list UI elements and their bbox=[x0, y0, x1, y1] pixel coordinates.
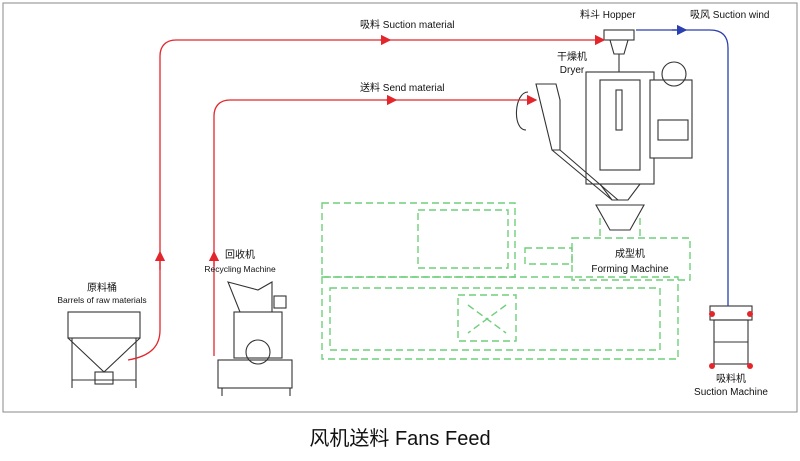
recycling-cn-label: 回收机 bbox=[225, 248, 255, 261]
suction-material-label: 吸料 Suction material bbox=[360, 18, 454, 31]
barrels-cn-label: 原料桶 bbox=[87, 281, 117, 294]
diagram-caption: 风机送料 Fans Feed bbox=[309, 427, 490, 450]
dryer-drawing bbox=[515, 29, 693, 231]
diagram-frame bbox=[2, 2, 798, 413]
dryer-en-label: Dryer bbox=[560, 65, 585, 76]
raw-material-barrel-drawing bbox=[67, 311, 141, 388]
dryer-cn-label: 干燥机 bbox=[557, 50, 587, 63]
barrels-en-label: Barrels of raw materials bbox=[57, 295, 146, 305]
suction-wind-label: 吸风 Suction wind bbox=[690, 9, 769, 21]
forming-machine-drawing bbox=[321, 202, 691, 360]
recycling-en-label: Recycling Machine bbox=[204, 264, 276, 274]
forming-machine-en-label: Forming Machine bbox=[591, 264, 669, 275]
suction-machine-en-label: Suction Machine bbox=[694, 387, 768, 398]
recycling-machine-drawing bbox=[217, 281, 293, 396]
send-material-line bbox=[213, 94, 538, 356]
suction-wind-line bbox=[636, 29, 729, 306]
suction-material-line bbox=[127, 34, 606, 361]
forming-machine-cn-label: 成型机 bbox=[615, 247, 645, 260]
suction-machine-cn-label: 吸料机 bbox=[716, 372, 746, 385]
send-material-label: 送料 Send material bbox=[360, 81, 444, 94]
suction-machine-drawing bbox=[709, 305, 753, 369]
hopper-label: 料斗 Hopper bbox=[580, 8, 636, 21]
